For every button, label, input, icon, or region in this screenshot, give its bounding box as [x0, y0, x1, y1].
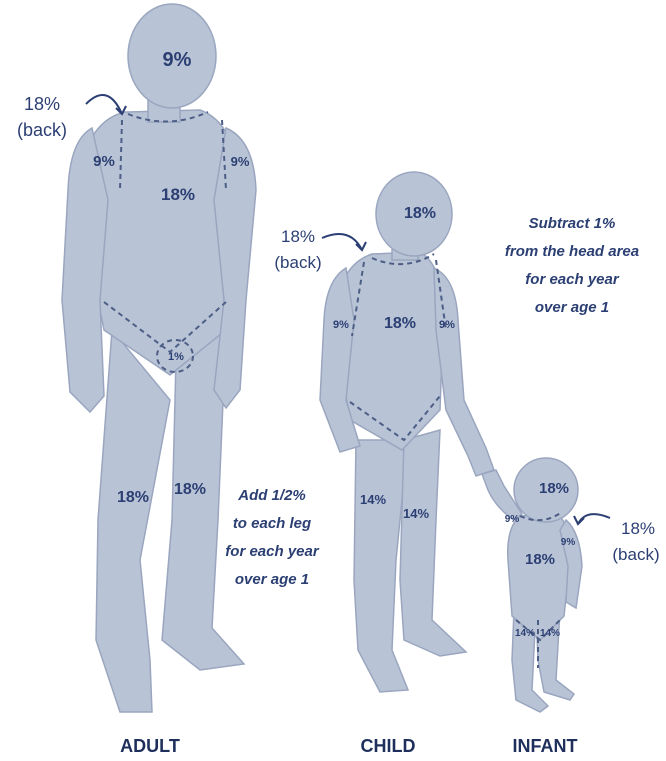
head-rule-line: for each year [525, 271, 620, 288]
adult-groin-label: 1% [168, 351, 184, 363]
adult-leg-left-label: 18% [117, 489, 149, 506]
leg-rule-note: Add 1/2% to each leg for each year over … [225, 487, 320, 588]
adult-arm-right-label: 9% [231, 154, 250, 169]
adult-caption: ADULT [120, 736, 180, 756]
adult-back-value: 18% [24, 94, 60, 114]
child-arm-left-label: 9% [333, 319, 349, 331]
head-rule-line: from the head area [505, 243, 639, 260]
leg-rule-line: over age 1 [235, 571, 309, 588]
infant-arm-right-label: 9% [561, 537, 576, 548]
infant-head-label: 18% [539, 480, 569, 497]
adult-figure: 9% 9% 9% 18% 1% 18% 18% 18% (back) ADULT [17, 4, 256, 756]
infant-caption: INFANT [513, 736, 578, 756]
infant-back-value: 18% [621, 519, 655, 538]
adult-arm-left-label: 9% [93, 153, 115, 170]
adult-head-label: 9% [163, 49, 192, 71]
leg-rule-line: to each leg [233, 515, 311, 532]
head-rule-note: Subtract 1% from the head area for each … [505, 215, 639, 316]
child-figure: 18% 9% 9% 18% 14% 14% 18% (back) CHILD [274, 172, 494, 756]
child-leg-left-label: 14% [360, 492, 386, 507]
child-caption: CHILD [361, 736, 416, 756]
adult-torso-label: 18% [161, 185, 195, 204]
child-back-label: (back) [274, 253, 321, 272]
infant-arm-left-label: 9% [505, 514, 520, 525]
child-back-value: 18% [281, 227, 315, 246]
adult-back-label: (back) [17, 120, 67, 140]
head-rule-line: Subtract 1% [529, 215, 616, 232]
infant-back-label: (back) [612, 545, 659, 564]
child-leg-right-label: 14% [403, 506, 429, 521]
child-head-label: 18% [404, 205, 436, 222]
adult-leg-right-label: 18% [174, 481, 206, 498]
infant-torso-label: 18% [525, 551, 555, 568]
leg-rule-line: Add 1/2% [237, 487, 306, 504]
child-arm-right-label: 9% [439, 319, 455, 331]
infant-leg-left-label: 14% [515, 628, 535, 639]
leg-rule-line: for each year [225, 543, 320, 560]
infant-leg-right-label: 14% [540, 628, 560, 639]
infant-figure: 18% 9% 9% 18% 14% 14% 18% (back) INFANT [482, 458, 660, 756]
child-torso-label: 18% [384, 315, 416, 332]
head-rule-line: over age 1 [535, 299, 609, 316]
